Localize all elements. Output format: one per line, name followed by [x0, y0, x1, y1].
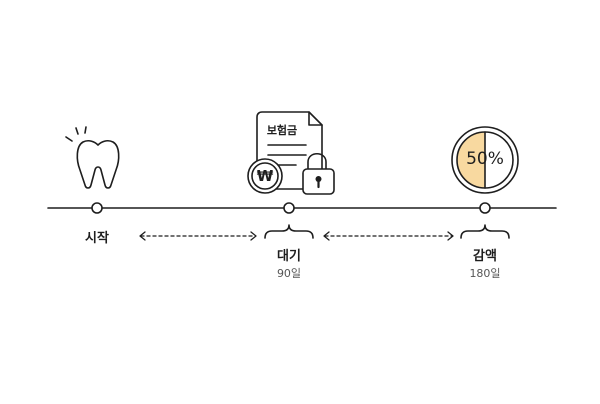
point-sublabel-waiting: 90일 [276, 267, 302, 280]
tooth-icon [65, 126, 120, 189]
interval-arrow-waiting-to-reduction [323, 231, 454, 241]
bracket-waiting [264, 224, 314, 239]
timeline-marker-waiting [283, 202, 295, 214]
bracket-reduction [460, 224, 510, 239]
half-pie-filled-segment [457, 132, 485, 188]
half-pie-icon [451, 126, 519, 194]
interval-arrow-start-to-waiting [139, 231, 257, 241]
won-coin-icon [247, 158, 283, 194]
point-label-reduction: 감액 [473, 249, 497, 264]
timeline-marker-start [91, 202, 103, 214]
point-label-waiting: 대기 [277, 249, 301, 264]
reduction-percent-label: 50% [466, 149, 504, 169]
point-sublabel-reduction: 180일 [469, 267, 501, 280]
padlock-icon [302, 152, 335, 195]
document-title: 보험금 [266, 124, 298, 137]
won-symbol: ₩ [256, 167, 274, 185]
point-label-start: 시작 [85, 231, 109, 246]
timeline-marker-reduction [479, 202, 491, 214]
